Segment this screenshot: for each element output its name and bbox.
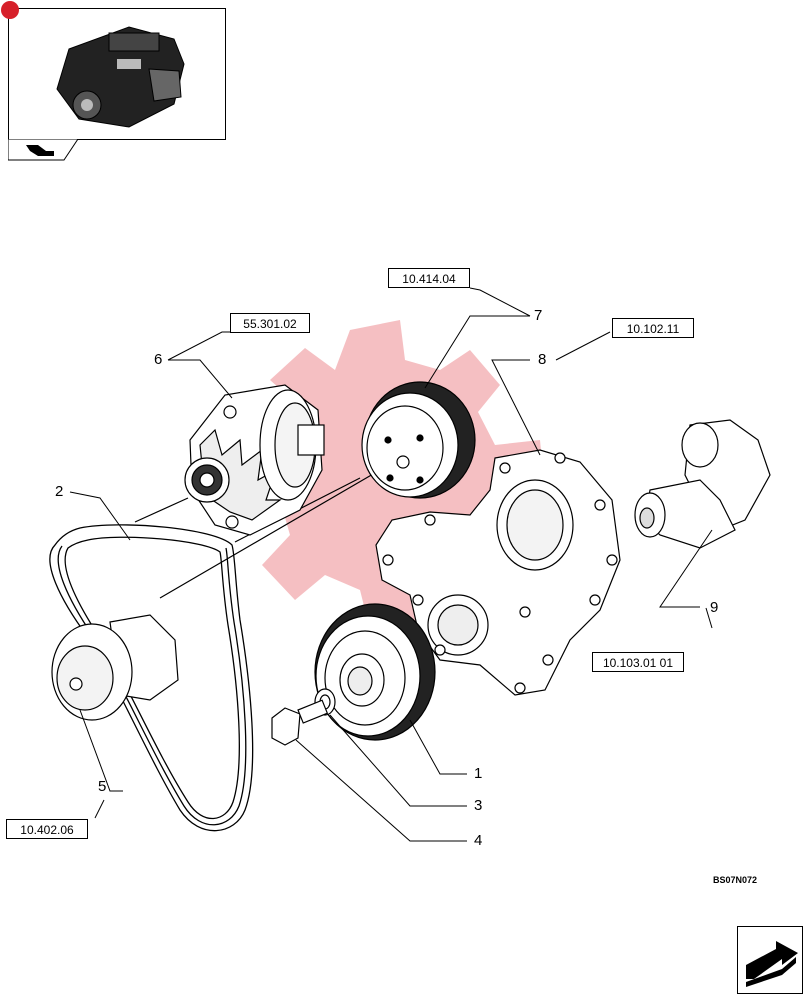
- alternator: [184, 384, 325, 536]
- callout-8: 8: [538, 351, 547, 368]
- drawing-code: BS07N072: [713, 875, 758, 885]
- thumbnail-nav-tab[interactable]: [8, 139, 78, 161]
- callout-4: 4: [474, 832, 483, 849]
- engine-thumbnail-icon: [56, 26, 185, 128]
- next-arrow-icon: [746, 941, 798, 987]
- ref-crankshaft[interactable]: 10.103.01 01: [592, 652, 684, 672]
- ref-alternator[interactable]: 55.301.02: [230, 313, 310, 333]
- callout-9: 9: [710, 599, 719, 616]
- callout-5: 5: [98, 778, 107, 795]
- next-page-button[interactable]: [737, 926, 803, 994]
- ref-water-pump[interactable]: 10.402.06: [6, 819, 88, 839]
- accent-dot: [1, 1, 19, 19]
- callout-7: 7: [534, 307, 543, 324]
- crankshaft: [634, 419, 771, 549]
- callout-6: 6: [154, 351, 163, 368]
- fan-pulley: [361, 381, 476, 499]
- callout-1: 1: [474, 765, 483, 782]
- timing-cover: [375, 449, 621, 696]
- engine-thumbnail[interactable]: [1, 1, 226, 140]
- leader-lines: [69, 287, 713, 842]
- bolt: [271, 699, 329, 746]
- crank-pulley: [314, 603, 436, 741]
- callout-3: 3: [474, 797, 483, 814]
- previous-arrow-icon: [26, 145, 54, 156]
- ref-pulley-group[interactable]: 10.414.04: [388, 268, 470, 288]
- callout-2: 2: [55, 483, 64, 500]
- water-pump: [51, 614, 179, 721]
- ref-timing-cover[interactable]: 10.102.11: [612, 318, 694, 338]
